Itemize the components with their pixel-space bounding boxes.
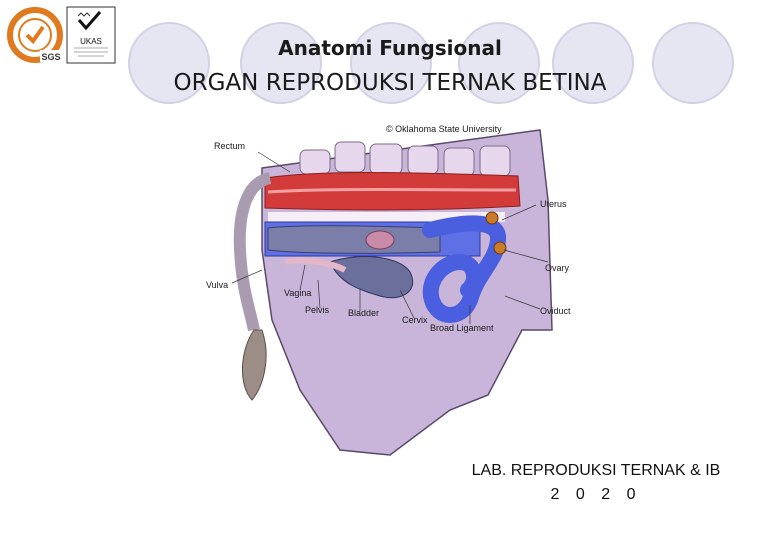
label-vulva: Vulva [206,280,228,290]
label-cervix: Cervix [402,315,428,325]
label-uterus: Uterus [540,199,567,209]
lab-name: LAB. REPRODUKSI TERNAK & IB [446,462,746,480]
label-pelvis: Pelvis [305,305,330,315]
label-rectum: Rectum [214,141,245,151]
label-vagina: Vagina [284,288,311,298]
ovary-organ [486,212,498,224]
cervix-organ [366,231,394,249]
label-broad-ligament: Broad Ligament [430,323,494,333]
diagram-copyright: © Oklahoma State University [386,124,502,134]
year-text: 2 0 2 0 [446,486,746,504]
label-ovary: Ovary [545,263,570,273]
label-bladder: Bladder [348,308,379,318]
vagina-organ [268,226,440,254]
label-oviduct: Oviduct [540,306,571,316]
